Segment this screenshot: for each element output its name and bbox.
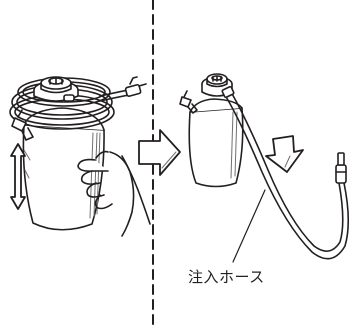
injection-hose-icon [221, 85, 350, 260]
right-nozzle-icon [179, 90, 198, 114]
callout-leader-line [232, 189, 266, 263]
left-nozzle-icon [11, 109, 34, 141]
right-cap-icon [201, 73, 233, 97]
hand-icon [77, 150, 151, 237]
left-cap-icon [33, 76, 79, 102]
right-panel [179, 73, 350, 263]
injection-hose-label: 注入ホース [188, 268, 265, 286]
left-panel [9, 76, 151, 237]
right-arrow-icon [138, 129, 181, 176]
up-down-arrow-icon [10, 143, 31, 210]
down-arrow-icon [265, 135, 304, 173]
